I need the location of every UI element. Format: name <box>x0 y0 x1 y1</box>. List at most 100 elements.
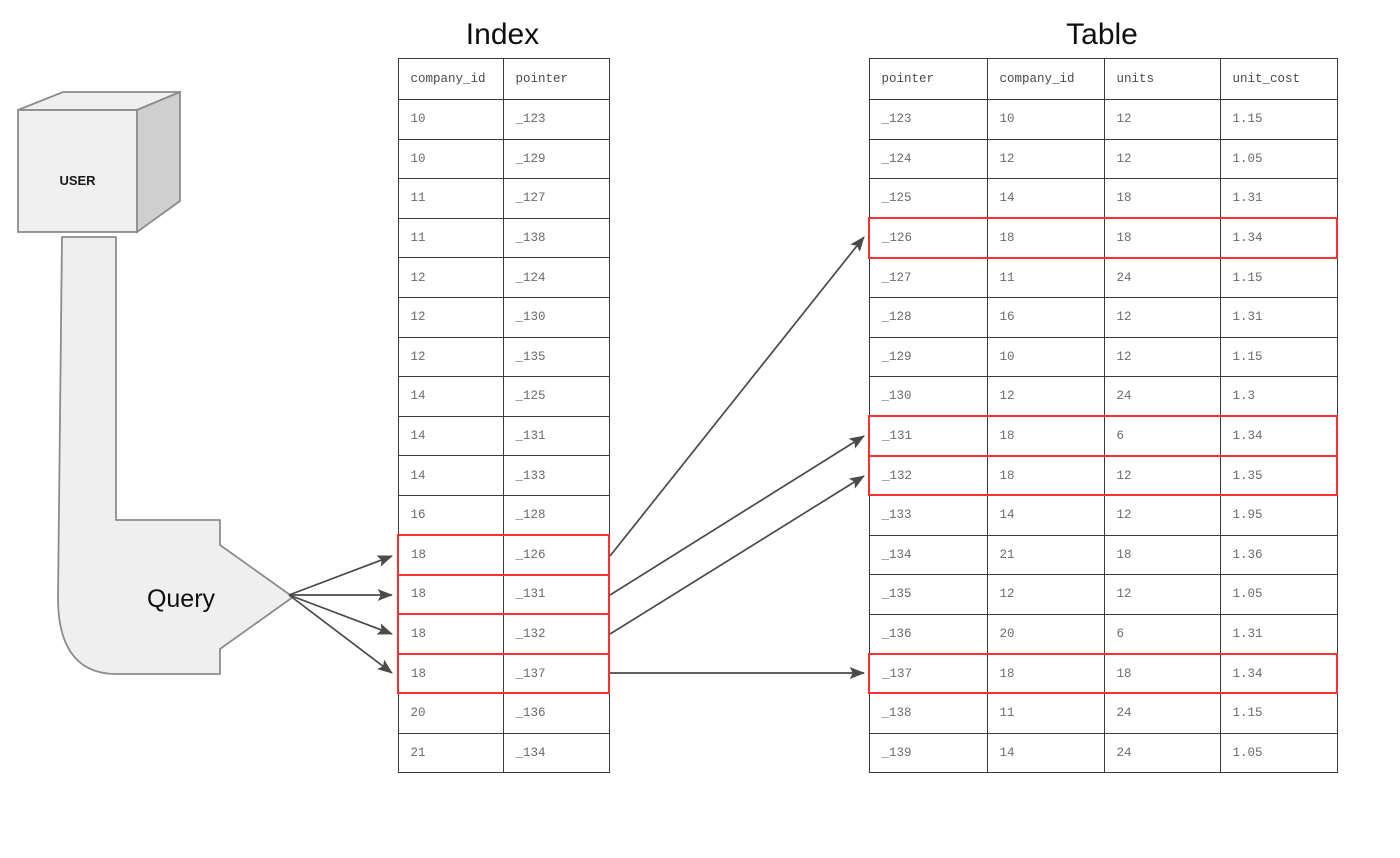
index-cell-company-id: 18 <box>397 613 504 655</box>
index-table-row: 12_130 <box>397 296 610 338</box>
index-cell-pointer: _138 <box>502 217 610 259</box>
index-cell-pointer: _137 <box>502 652 610 695</box>
data-cell-company-id: 10 <box>986 336 1105 378</box>
index-cell-company-id: 11 <box>397 217 504 259</box>
data-cell-company-id: 10 <box>986 99 1105 140</box>
index-cell-company-id: 10 <box>397 138 504 180</box>
data-cell-unit-cost: 1.34 <box>1219 217 1338 259</box>
data-cell-pointer: _128 <box>868 296 988 338</box>
data-header-pointer: pointer <box>868 58 988 100</box>
data-cell-company-id: 18 <box>986 415 1105 457</box>
index-table-row: 20_136 <box>397 692 610 734</box>
data-cell-company-id: 16 <box>986 296 1105 338</box>
index-cell-pointer: _129 <box>502 138 610 180</box>
data-cell-pointer: _131 <box>868 415 988 457</box>
data-cell-units: 12 <box>1103 296 1221 338</box>
index-title: Index <box>465 18 540 51</box>
data-header-unit-cost: unit_cost <box>1219 58 1338 100</box>
data-cell-units: 18 <box>1103 534 1221 576</box>
data-cell-unit-cost: 1.05 <box>1219 574 1338 615</box>
data-cell-unit-cost: 1.3 <box>1219 376 1338 417</box>
index-table-row: 18_131 <box>397 573 610 616</box>
data-cell-company-id: 11 <box>986 257 1105 298</box>
index-cell-pointer: _131 <box>502 573 610 616</box>
index-cell-pointer: _124 <box>502 257 610 298</box>
data-cell-pointer: _133 <box>868 494 988 536</box>
data-cell-unit-cost: 1.95 <box>1219 494 1338 536</box>
data-table-header-row: pointer company_id units unit_cost <box>868 58 1338 100</box>
index-table-row: 16_128 <box>397 494 610 536</box>
index-table-row: 18_132 <box>397 613 610 655</box>
data-cell-pointer: _132 <box>868 454 988 497</box>
index-cell-pointer: _132 <box>502 613 610 655</box>
data-cell-units: 12 <box>1103 336 1221 378</box>
data-cell-unit-cost: 1.15 <box>1219 692 1338 734</box>
data-cell-units: 24 <box>1103 692 1221 734</box>
index-cell-pointer: _133 <box>502 455 610 496</box>
index-cell-company-id: 18 <box>397 534 504 576</box>
index-table-header-row: company_id pointer <box>397 58 610 100</box>
index-table-row: 12_124 <box>397 257 610 298</box>
data-cell-pointer: _129 <box>868 336 988 378</box>
index-cell-pointer: _135 <box>502 336 610 378</box>
cube-label: USER <box>59 173 96 188</box>
data-cell-company-id: 20 <box>986 613 1105 655</box>
index-cell-company-id: 14 <box>397 415 504 457</box>
data-cell-units: 12 <box>1103 494 1221 536</box>
index-cell-company-id: 18 <box>397 573 504 616</box>
index-cell-company-id: 11 <box>397 178 504 219</box>
data-cell-company-id: 18 <box>986 652 1105 695</box>
index-table-row: 14_125 <box>397 376 610 417</box>
cube-top-face <box>17 91 181 111</box>
data-cell-unit-cost: 1.36 <box>1219 534 1338 576</box>
index-cell-company-id: 14 <box>397 455 504 496</box>
data-cell-units: 12 <box>1103 138 1221 180</box>
data-cell-company-id: 12 <box>986 138 1105 180</box>
data-cell-units: 12 <box>1103 454 1221 497</box>
data-cell-pointer: _134 <box>868 534 988 576</box>
data-header-units: units <box>1103 58 1221 100</box>
data-cell-pointer: _125 <box>868 178 988 219</box>
query-to-index-arrow-1 <box>288 555 393 596</box>
data-cell-units: 6 <box>1103 613 1221 655</box>
index-cell-pointer: _130 <box>502 296 610 338</box>
query-to-index-arrow-3 <box>288 594 393 635</box>
data-cell-pointer: _139 <box>868 732 988 774</box>
data-cell-company-id: 12 <box>986 574 1105 615</box>
user-cube: USER <box>17 90 181 234</box>
cube-front-face <box>17 109 138 233</box>
index-header-company-id: company_id <box>397 58 504 100</box>
index-cell-company-id: 12 <box>397 296 504 338</box>
data-cell-pointer: _124 <box>868 138 988 180</box>
index-table-row: 14_133 <box>397 455 610 496</box>
index-table-row: 18_126 <box>397 534 610 576</box>
data-cell-company-id: 18 <box>986 217 1105 259</box>
index-cell-pointer: _126 <box>502 534 610 576</box>
data-cell-company-id: 14 <box>986 178 1105 219</box>
index-to-table-arrows <box>609 236 866 679</box>
data-cell-pointer: _135 <box>868 574 988 615</box>
data-cell-unit-cost: 1.31 <box>1219 613 1338 655</box>
data-cell-company-id: 14 <box>986 494 1105 536</box>
index-table-row: 12_135 <box>397 336 610 378</box>
data-cell-pointer: _123 <box>868 99 988 140</box>
data-cell-unit-cost: 1.05 <box>1219 138 1338 180</box>
data-cell-company-id: 21 <box>986 534 1105 576</box>
data-cell-unit-cost: 1.31 <box>1219 296 1338 338</box>
index-table-row: 10_123 <box>397 99 610 140</box>
data-cell-company-id: 14 <box>986 732 1105 774</box>
data-cell-units: 18 <box>1103 178 1221 219</box>
index-cell-company-id: 18 <box>397 652 504 695</box>
pointer-126-arrow <box>609 236 865 557</box>
index-cell-pointer: _136 <box>502 692 610 734</box>
